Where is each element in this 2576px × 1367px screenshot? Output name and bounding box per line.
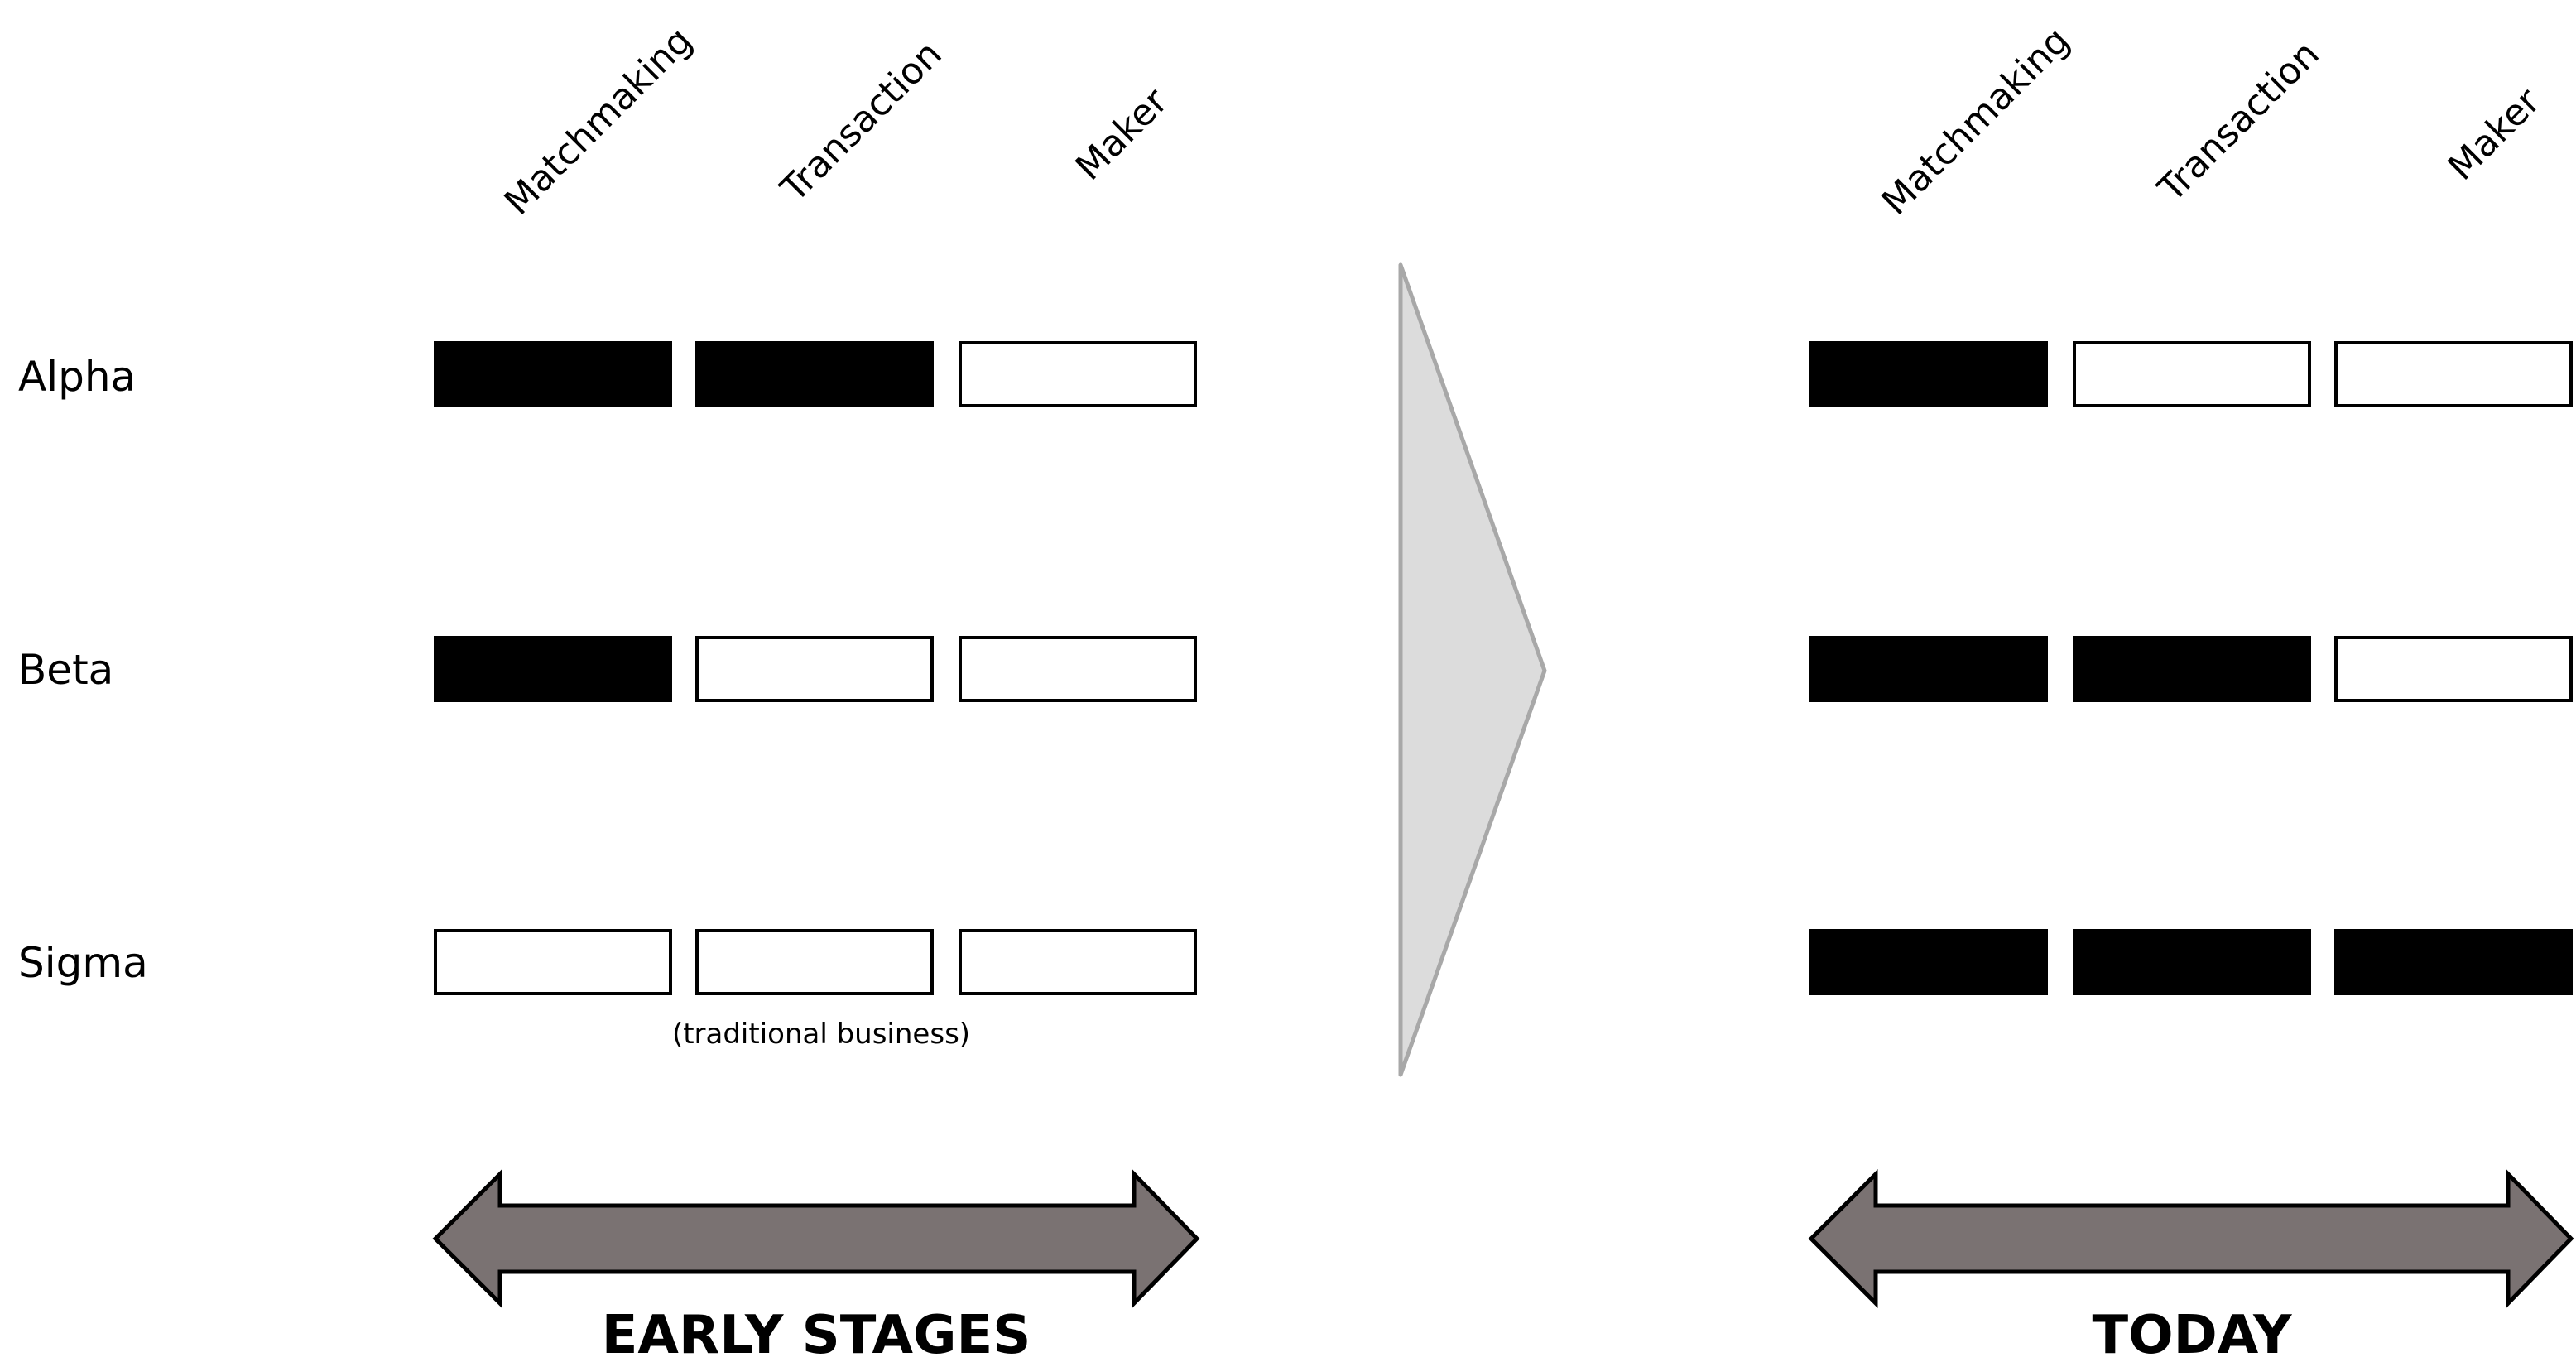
today-cell-sigma-maker xyxy=(2334,929,2573,995)
today-cell-alpha-transaction xyxy=(2073,341,2311,407)
early-cell-sigma-maker xyxy=(959,929,1197,995)
today-cell-beta-matchmaking xyxy=(1809,636,2048,702)
today-cell-alpha-matchmaking xyxy=(1809,341,2048,407)
early-double-arrow-icon xyxy=(432,1168,1200,1309)
row-label-alpha: Alpha xyxy=(18,353,136,401)
traditional-business-note: (traditional business) xyxy=(672,1018,970,1051)
early-cell-alpha-matchmaking xyxy=(434,341,672,407)
today-cell-sigma-transaction xyxy=(2073,929,2311,995)
today-cell-alpha-maker xyxy=(2334,341,2573,407)
early-cell-alpha-transaction xyxy=(695,341,934,407)
early-cell-sigma-transaction xyxy=(695,929,934,995)
early-stages-caption: EARLY STAGES xyxy=(602,1305,1031,1366)
early-column-header-maker: Maker xyxy=(1068,79,1176,188)
early-cell-sigma-matchmaking xyxy=(434,929,672,995)
today-double-arrow-icon xyxy=(1808,1168,2574,1309)
early-cell-beta-maker xyxy=(959,636,1197,702)
today-caption: TODAY xyxy=(2093,1305,2293,1366)
early-column-header-transaction: Transaction xyxy=(772,33,950,211)
row-label-beta: Beta xyxy=(18,646,113,694)
today-cell-beta-maker xyxy=(2334,636,2573,702)
today-cell-sigma-matchmaking xyxy=(1809,929,2048,995)
today-grid xyxy=(1809,341,2573,995)
today-column-header-transaction: Transaction xyxy=(2150,33,2328,211)
today-column-header-maker: Maker xyxy=(2440,79,2549,188)
early-cell-alpha-maker xyxy=(959,341,1197,407)
transition-arrow-icon xyxy=(1398,262,1547,1077)
early-cell-beta-matchmaking xyxy=(434,636,672,702)
early-cell-beta-transaction xyxy=(695,636,934,702)
row-label-sigma: Sigma xyxy=(18,939,148,987)
early-column-header-matchmaking: Matchmaking xyxy=(497,19,701,224)
today-cell-beta-transaction xyxy=(2073,636,2311,702)
today-column-header-matchmaking: Matchmaking xyxy=(1874,19,2079,224)
early-grid xyxy=(434,341,1197,995)
